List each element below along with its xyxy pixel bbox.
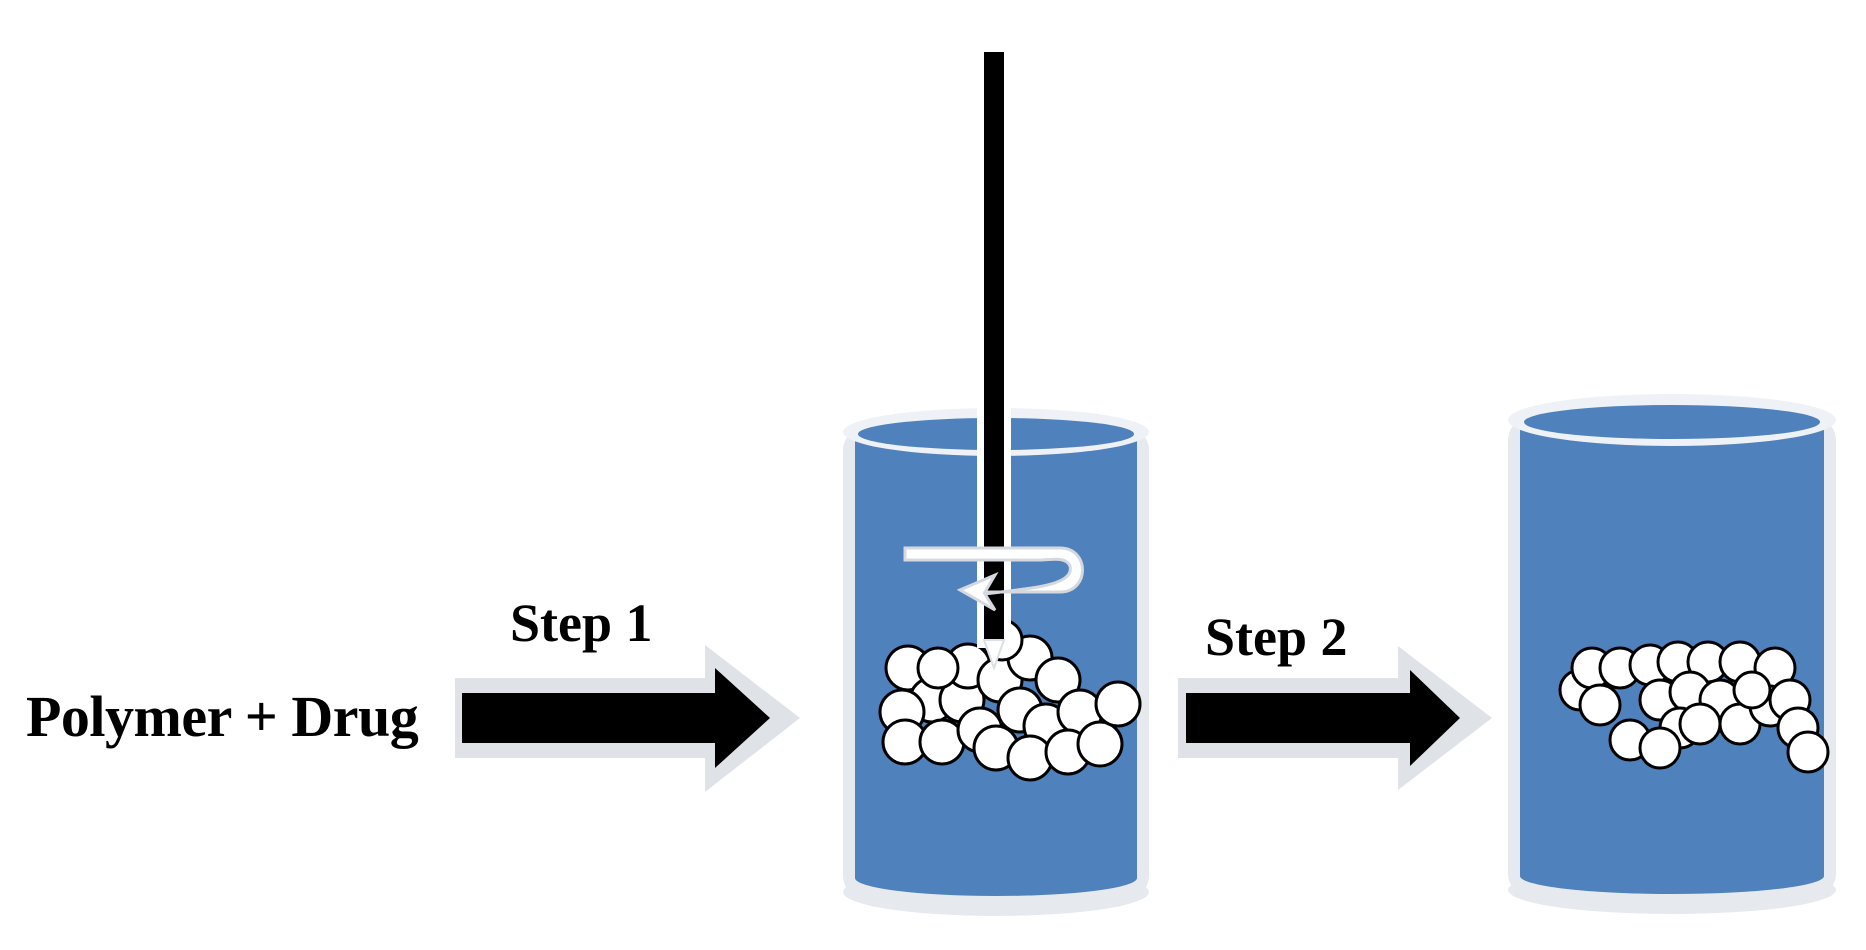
beaker2-surface <box>1524 405 1820 439</box>
stirrer-shaft <box>984 52 1004 642</box>
step1-label: Step 1 <box>510 593 653 653</box>
beaker-icon <box>843 48 1149 916</box>
step2-arrow <box>1178 646 1492 790</box>
particle-cluster-icon <box>878 618 1142 782</box>
beaker1-liquid-bottom <box>855 860 1137 896</box>
right-arrow-icon <box>462 668 770 768</box>
beaker2-liquid-bottom <box>1520 858 1824 894</box>
stirrer-icon <box>903 48 1084 671</box>
step1-arrow <box>455 645 800 792</box>
rotation-arrow-icon <box>903 546 1084 612</box>
stirrer-tip <box>982 639 1006 671</box>
step2-label: Step 2 <box>1205 607 1348 667</box>
particle-cluster-icon <box>1558 640 1830 774</box>
input-label: Polymer + Drug <box>26 684 419 749</box>
beaker-icon <box>1508 394 1836 914</box>
right-arrow-icon <box>1186 670 1460 766</box>
